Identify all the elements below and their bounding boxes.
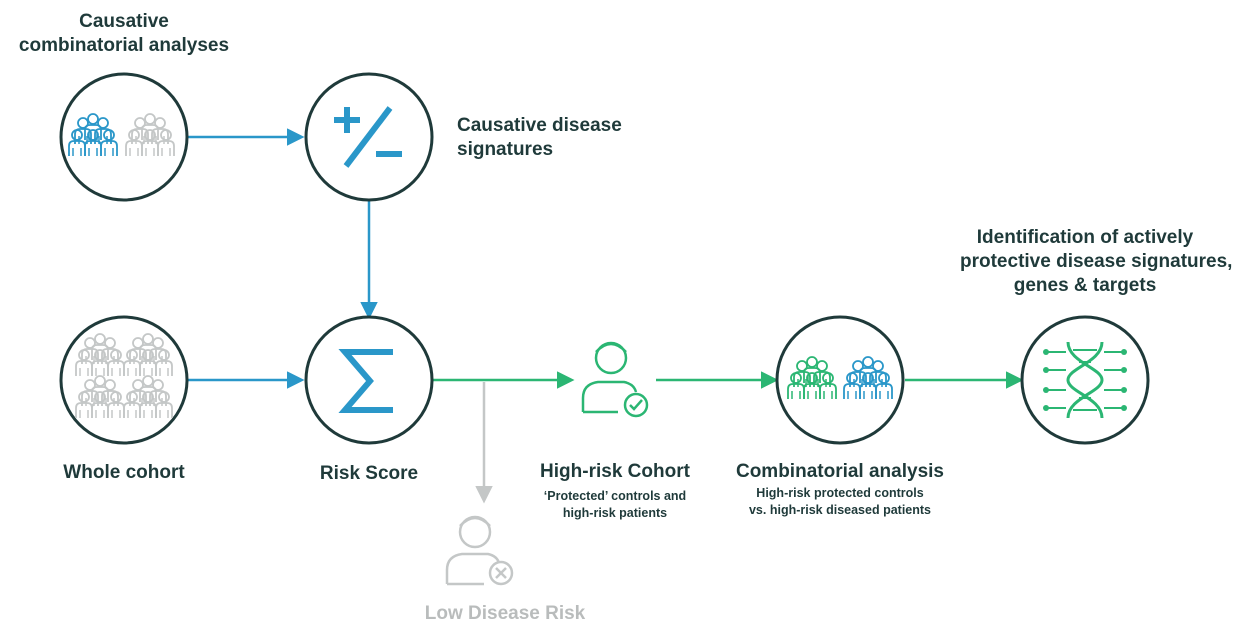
combinatorial-sub-line-2: vs. high-risk diseased patients <box>748 503 931 517</box>
causative-signatures-label: Causative disease signatures <box>457 114 622 162</box>
identification-line-3: genes & targets <box>1013 275 1157 296</box>
risk-score-label: Risk Score <box>319 463 419 484</box>
causative-signatures-line-1: Causative disease <box>457 115 622 136</box>
high-risk-cohort-label: High-risk Cohort <box>540 461 690 482</box>
person-x-icon <box>445 515 514 586</box>
identification-line-1: Identification of actively <box>976 227 1194 248</box>
plus-minus-icon <box>334 106 402 168</box>
low-risk-label: Low Disease Risk <box>424 603 586 624</box>
signatures-node <box>304 72 434 202</box>
identification-node <box>1020 315 1150 445</box>
high-risk-cohort-sub: ‘Protected’ controls and high-risk patie… <box>520 488 710 522</box>
causative-analyses-label: Causative combinatorial analyses <box>0 10 248 58</box>
whole-cohort-label: Whole cohort <box>63 462 185 483</box>
identification-line-2: protective disease signatures, <box>960 251 1233 272</box>
causative-analyses-line-1: Causative <box>79 11 169 32</box>
combinatorial-sub-line-1: High-risk protected controls <box>756 486 924 500</box>
person-check-icon <box>581 341 649 418</box>
dna-icon <box>1043 341 1127 419</box>
high-risk-cohort-sub-line-1: ‘Protected’ controls and <box>543 489 687 503</box>
causative-group-node <box>59 72 189 202</box>
combinatorial-node <box>775 315 905 445</box>
causative-signatures-line-2: signatures <box>457 139 554 160</box>
causative-analyses-line-2: combinatorial analyses <box>18 35 230 56</box>
combinatorial-label: Combinatorial analysis <box>735 461 944 482</box>
identification-label: Identification of actively protective di… <box>960 226 1233 298</box>
whole-cohort-node <box>59 315 189 445</box>
sigma-icon <box>338 349 393 413</box>
high-risk-cohort-sub-line-2: high-risk patients <box>562 506 668 520</box>
combinatorial-sub: High-risk protected controls vs. high-ri… <box>720 485 960 519</box>
risk-score-node <box>304 315 434 445</box>
